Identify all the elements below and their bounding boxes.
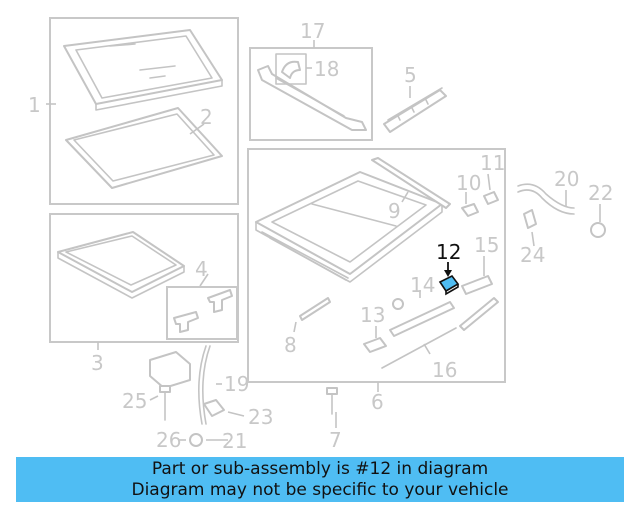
callout-17: 17 [300, 19, 325, 43]
callout-4: 4 [195, 257, 208, 281]
callout-6: 6 [371, 390, 384, 414]
part-1-glass-panel [63, 29, 223, 111]
part-20-drain-tube [517, 183, 575, 215]
callout-9: 9 [388, 199, 401, 223]
callout-20: 20 [554, 167, 579, 191]
callout-19: 19 [224, 372, 249, 396]
group-box-sunshade [49, 213, 239, 343]
part-14-motor-arm [389, 298, 455, 337]
part-5-rail [383, 87, 447, 133]
callout-12: 12 [436, 240, 461, 264]
group-box-glass [49, 17, 239, 205]
callout-21: 21 [222, 429, 247, 453]
part-22-grommet [590, 222, 606, 238]
part-12-highlighted [438, 274, 460, 296]
callout-14: 14 [410, 273, 435, 297]
group-box-deflector [249, 47, 373, 141]
part-21-clip [189, 433, 203, 447]
callout-2: 2 [200, 105, 213, 129]
part-19-drain-hose [198, 345, 211, 425]
banner-line-1: Part or sub-assembly is #12 in diagram [151, 458, 489, 479]
part-2-glass-seal [65, 107, 223, 189]
callout-24: 24 [520, 243, 545, 267]
part-25-motor [149, 351, 191, 389]
part-24-clip [523, 209, 537, 229]
part-6-sunroof-frame [255, 171, 443, 283]
callout-23: 23 [248, 405, 273, 429]
part-26-bolt [159, 385, 171, 421]
callout-10: 10 [456, 171, 481, 195]
callout-25: 25 [122, 389, 147, 413]
sub-box-part-4 [166, 286, 238, 340]
callout-8: 8 [284, 333, 297, 357]
part-7-bolt [326, 387, 338, 415]
callout-3: 3 [91, 351, 104, 375]
callout-1: 1 [28, 93, 41, 117]
callout-22: 22 [588, 181, 613, 205]
callout-5: 5 [404, 63, 417, 87]
part-17-wind-deflector [257, 65, 367, 131]
part-11-bracket [483, 191, 499, 205]
part-10-bracket [461, 203, 479, 217]
callout-16: 16 [432, 358, 457, 382]
callout-13: 13 [360, 303, 385, 327]
part-18-deflector-clip [275, 53, 307, 85]
leader-lines [46, 40, 601, 441]
group-box-frame [247, 148, 506, 383]
callout-11: 11 [480, 151, 505, 175]
callout-26: 26 [156, 428, 181, 452]
part-13-block [363, 337, 387, 353]
part-8-strip [299, 297, 331, 321]
callout-15: 15 [474, 233, 499, 257]
part-9-guide-rail [371, 157, 451, 209]
banner-line-2: Diagram may not be specific to your vehi… [131, 479, 509, 500]
part-23-hose-clip [203, 399, 225, 417]
callouts: 1 2 3 4 5 6 7 8 9 10 11 12 13 14 15 16 1… [28, 19, 613, 453]
info-banner: Part or sub-assembly is #12 in diagram D… [16, 457, 624, 502]
callout-7: 7 [329, 428, 342, 452]
callout-18: 18 [314, 57, 339, 81]
part-16-cable [381, 327, 457, 369]
part-3-sunshade [57, 231, 185, 299]
part-15-link [459, 275, 499, 331]
part-4-handles [173, 289, 233, 333]
